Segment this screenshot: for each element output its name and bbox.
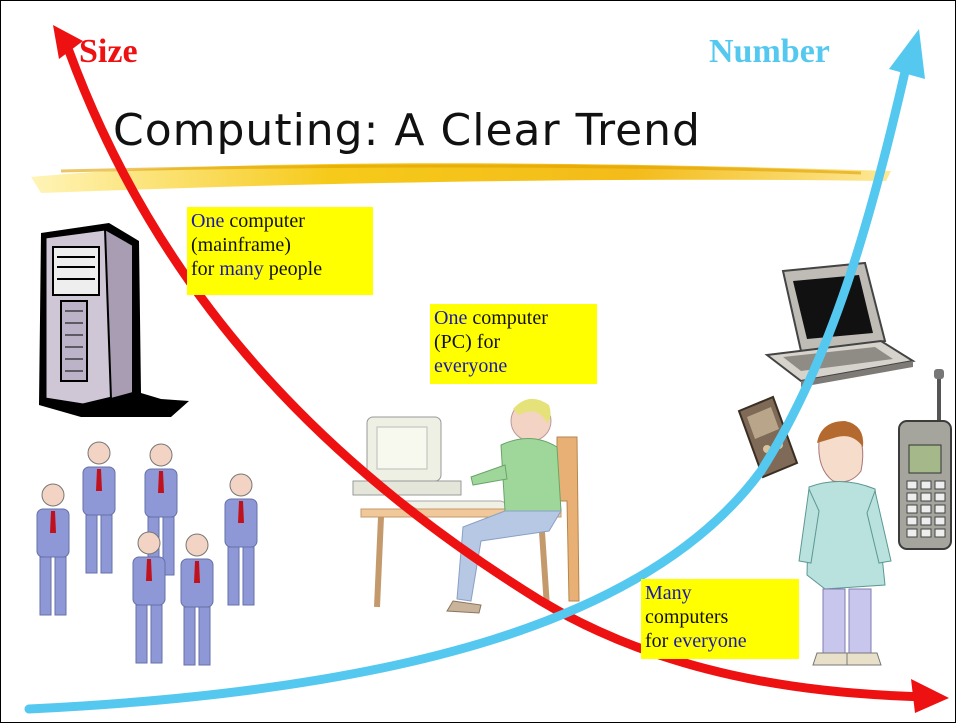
pc-note: One computer (PC) for everyone bbox=[430, 304, 597, 384]
note-text: for bbox=[645, 630, 674, 652]
mobile-phone-icon bbox=[898, 369, 952, 550]
title-underline-brush bbox=[31, 163, 891, 193]
note-highlight: One bbox=[191, 210, 225, 232]
note-highlight: everyone bbox=[434, 355, 508, 377]
many-computers-note: Many computers for everyone bbox=[641, 579, 799, 659]
size-label: Size bbox=[79, 33, 138, 70]
note-text: computer bbox=[224, 210, 305, 232]
standing-person-icon bbox=[798, 421, 892, 666]
person-at-pc-icon bbox=[352, 398, 580, 614]
mainframe-note: One computer (mainframe) for many people bbox=[187, 207, 373, 295]
note-text: computer bbox=[467, 307, 548, 329]
note-text: (PC) for bbox=[434, 331, 501, 353]
number-curve bbox=[24, 29, 925, 714]
size-arrowhead-end-icon bbox=[911, 679, 949, 713]
number-label: Number bbox=[709, 33, 830, 70]
slide-title: Computing: A Clear Trend bbox=[113, 105, 701, 156]
pda-icon bbox=[737, 395, 799, 479]
people-group-icon bbox=[36, 441, 258, 666]
laptop-icon bbox=[764, 261, 916, 387]
note-text: people bbox=[263, 258, 323, 280]
note-highlight: many bbox=[219, 258, 264, 280]
size-arrowhead-icon bbox=[53, 25, 83, 59]
note-text: computers bbox=[645, 606, 729, 628]
number-arrowhead-icon bbox=[889, 29, 925, 79]
note-highlight: everyone bbox=[673, 630, 747, 652]
note-highlight: Many bbox=[645, 582, 692, 604]
note-text: for bbox=[191, 258, 220, 280]
note-highlight: One bbox=[434, 307, 468, 329]
note-text: (mainframe) bbox=[191, 234, 291, 256]
size-curve bbox=[53, 25, 949, 713]
mainframe-tower-icon bbox=[39, 223, 189, 417]
